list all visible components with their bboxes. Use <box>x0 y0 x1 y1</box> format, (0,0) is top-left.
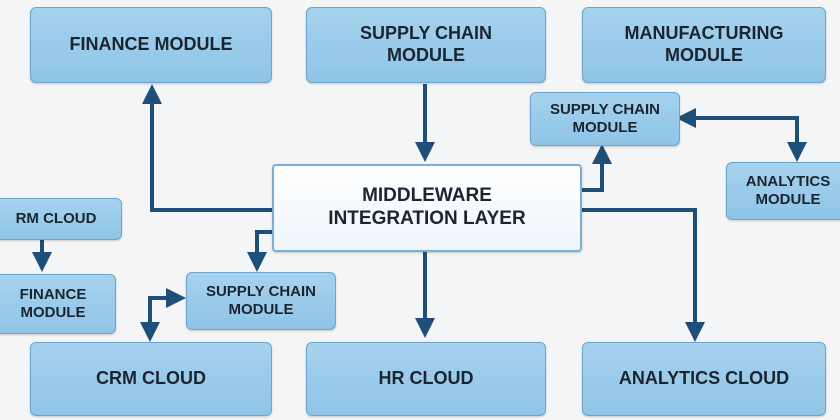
supply-chain-module-node-mid: SUPPLY CHAIN MODULE <box>186 272 336 330</box>
middleware-integration-layer: MIDDLEWARE INTEGRATION LAYER <box>272 164 582 252</box>
arrow-supply-right-to-analytics <box>676 108 807 162</box>
arrow-middleware-to-analytics-cloud <box>582 208 705 342</box>
analytics-cloud-node: ANALYTICS CLOUD <box>582 342 826 416</box>
finance-module-node-left: FINANCE MODULE <box>0 274 116 334</box>
analytics-module-node: ANALYTICS MODULE <box>726 162 840 220</box>
arrow-supply-mid-to-crm <box>140 288 186 342</box>
manufacturing-module-node: MANUFACTURING MODULE <box>582 7 826 83</box>
crm-cloud-node: CRM CLOUD <box>30 342 272 416</box>
arrow-middleware-to-supply-right <box>582 144 612 192</box>
finance-module-node: FINANCE MODULE <box>30 7 272 83</box>
arrow-middleware-to-finance <box>142 84 272 212</box>
supply-chain-module-node: SUPPLY CHAIN MODULE <box>306 7 546 83</box>
supply-chain-module-node-right: SUPPLY CHAIN MODULE <box>530 92 680 146</box>
crm-cloud-node-left: RM CLOUD <box>0 198 122 240</box>
hr-cloud-node: HR CLOUD <box>306 342 546 416</box>
arrow-middleware-to-supply-mid <box>247 230 272 272</box>
